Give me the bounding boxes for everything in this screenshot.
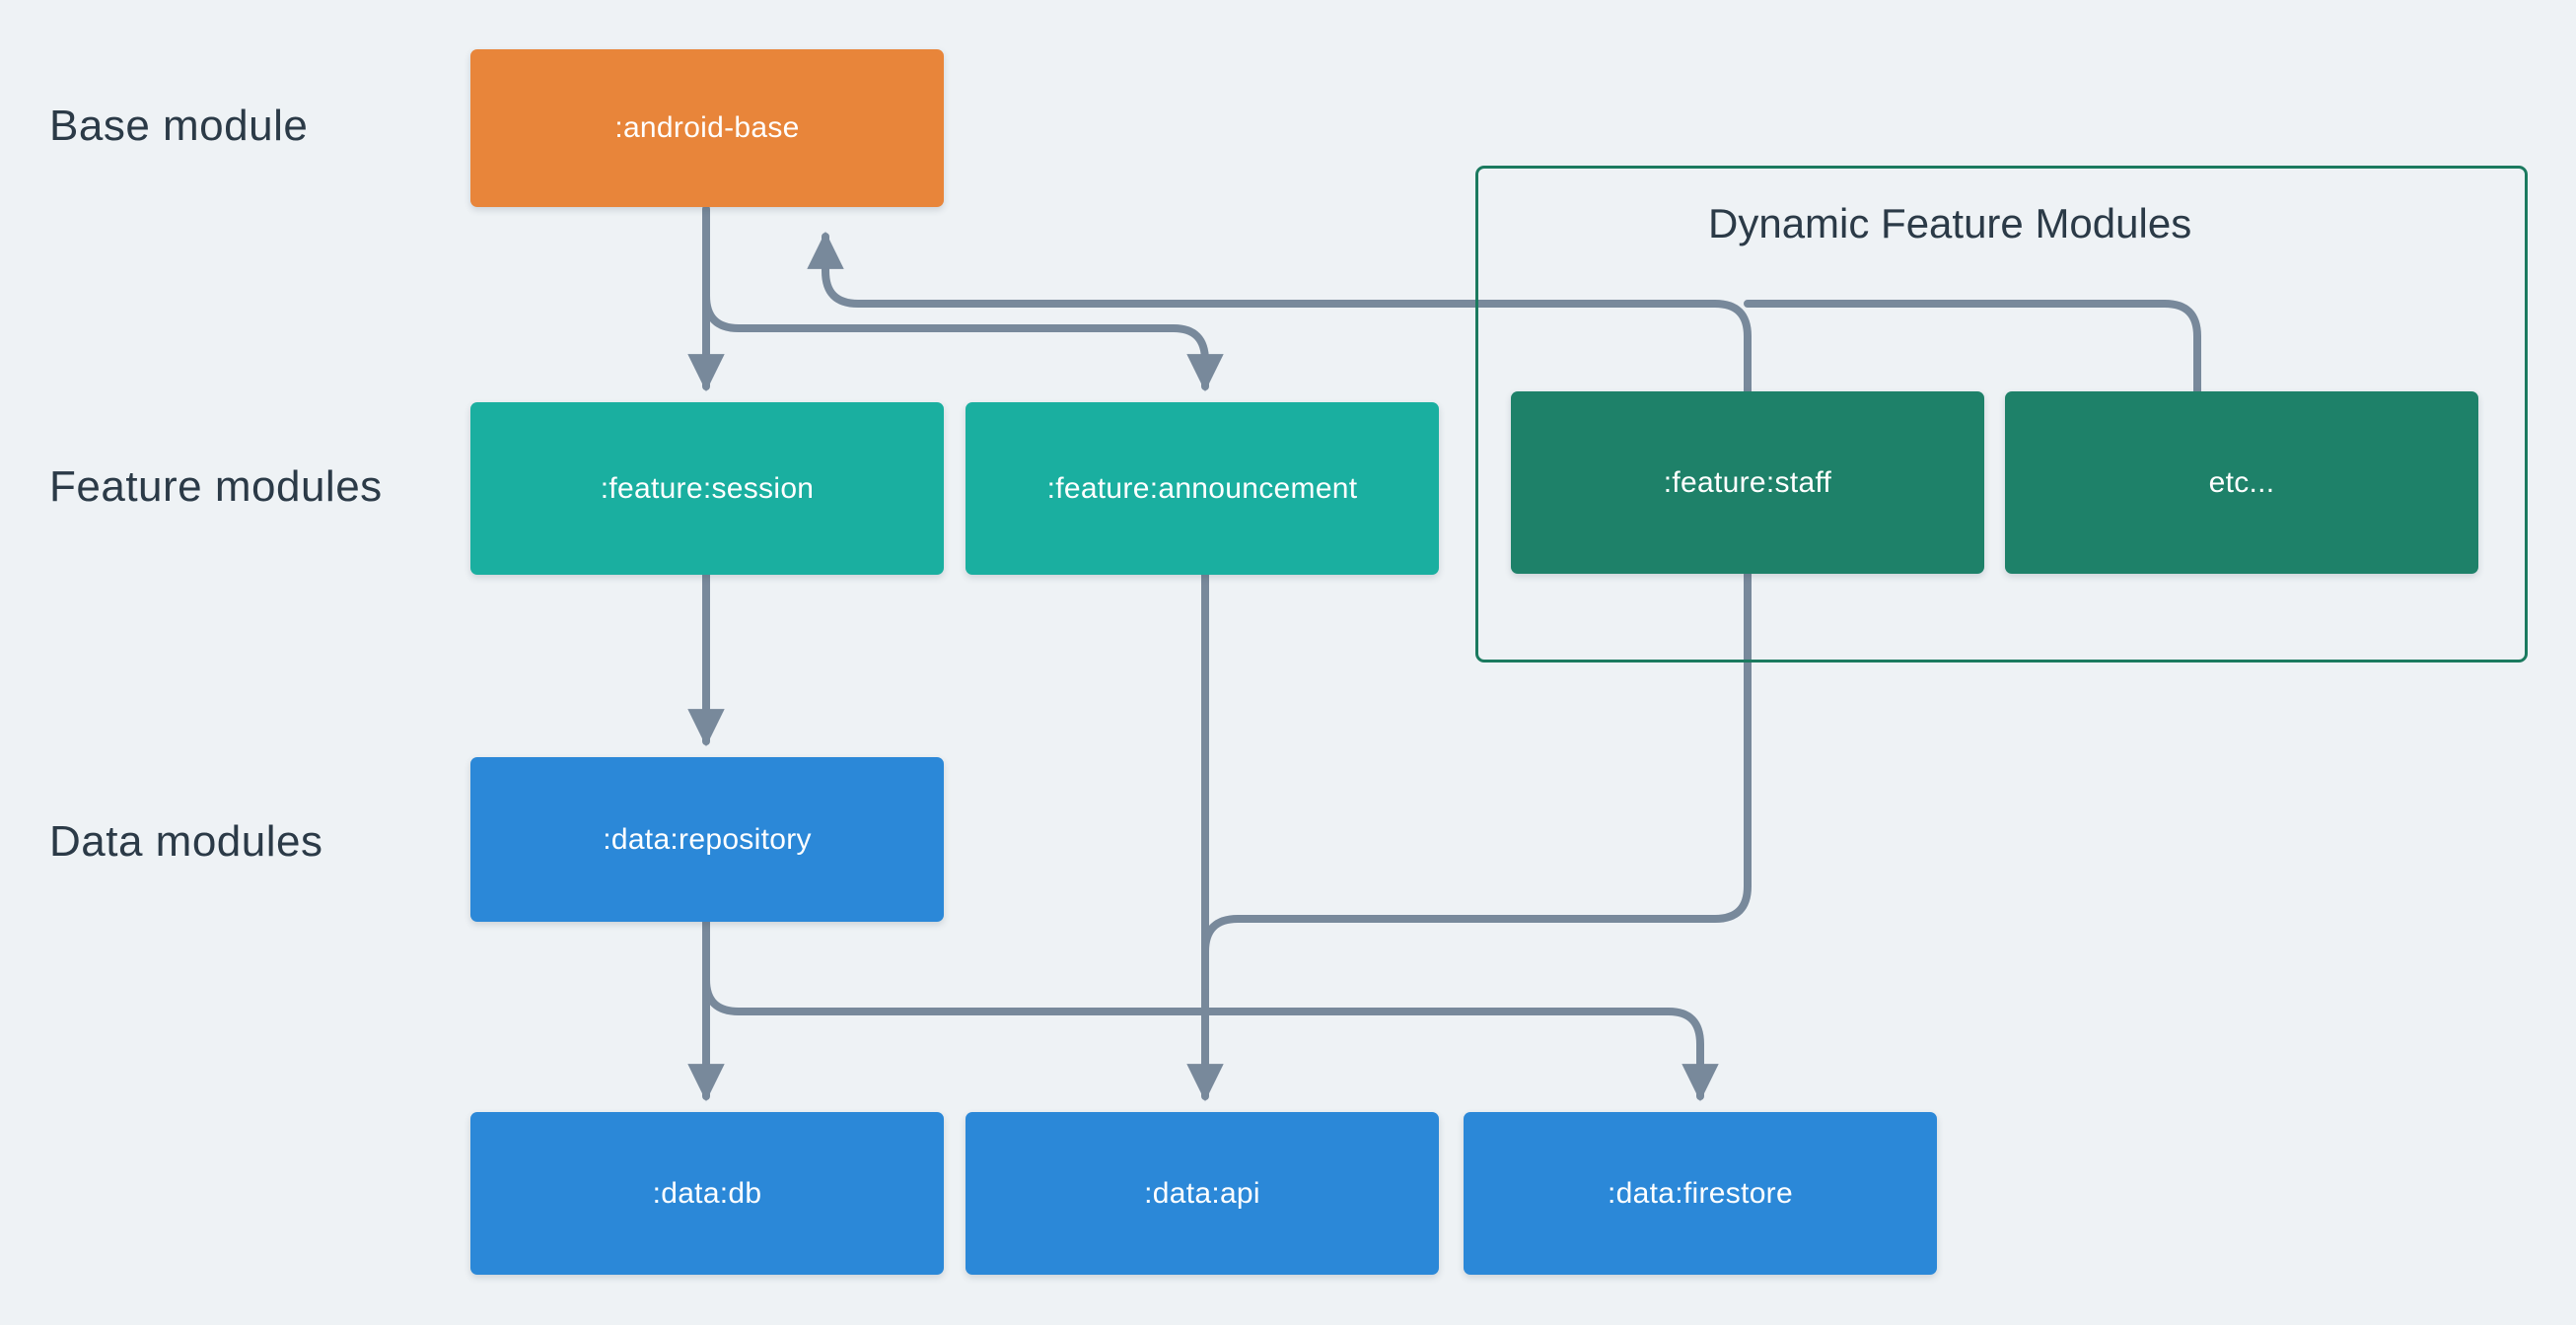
node-feature-session[interactable]: :feature:session — [470, 402, 944, 575]
group-dynamic-feature-modules — [1475, 166, 2528, 662]
node-feature-announcement[interactable]: :feature:announcement — [966, 402, 1439, 575]
node-data-api[interactable]: :data:api — [966, 1112, 1439, 1275]
node-data-firestore[interactable]: :data:firestore — [1464, 1112, 1937, 1275]
node-data-repository[interactable]: :data:repository — [470, 757, 944, 922]
node-android-base[interactable]: :android-base — [470, 49, 944, 207]
edge-base-to-announcement — [702, 292, 1224, 392]
node-etc[interactable]: etc... — [2005, 391, 2478, 574]
row-label-base-module: Base module — [49, 102, 309, 150]
node-data-db[interactable]: :data:db — [470, 1112, 944, 1275]
edge-repository-to-firestore — [702, 976, 1719, 1102]
node-feature-staff[interactable]: :feature:staff — [1511, 391, 1984, 574]
group-title-dynamic-feature-modules: Dynamic Feature Modules — [1708, 200, 2192, 246]
row-label-feature-modules: Feature modules — [49, 462, 383, 511]
row-label-data-modules: Data modules — [49, 817, 323, 866]
